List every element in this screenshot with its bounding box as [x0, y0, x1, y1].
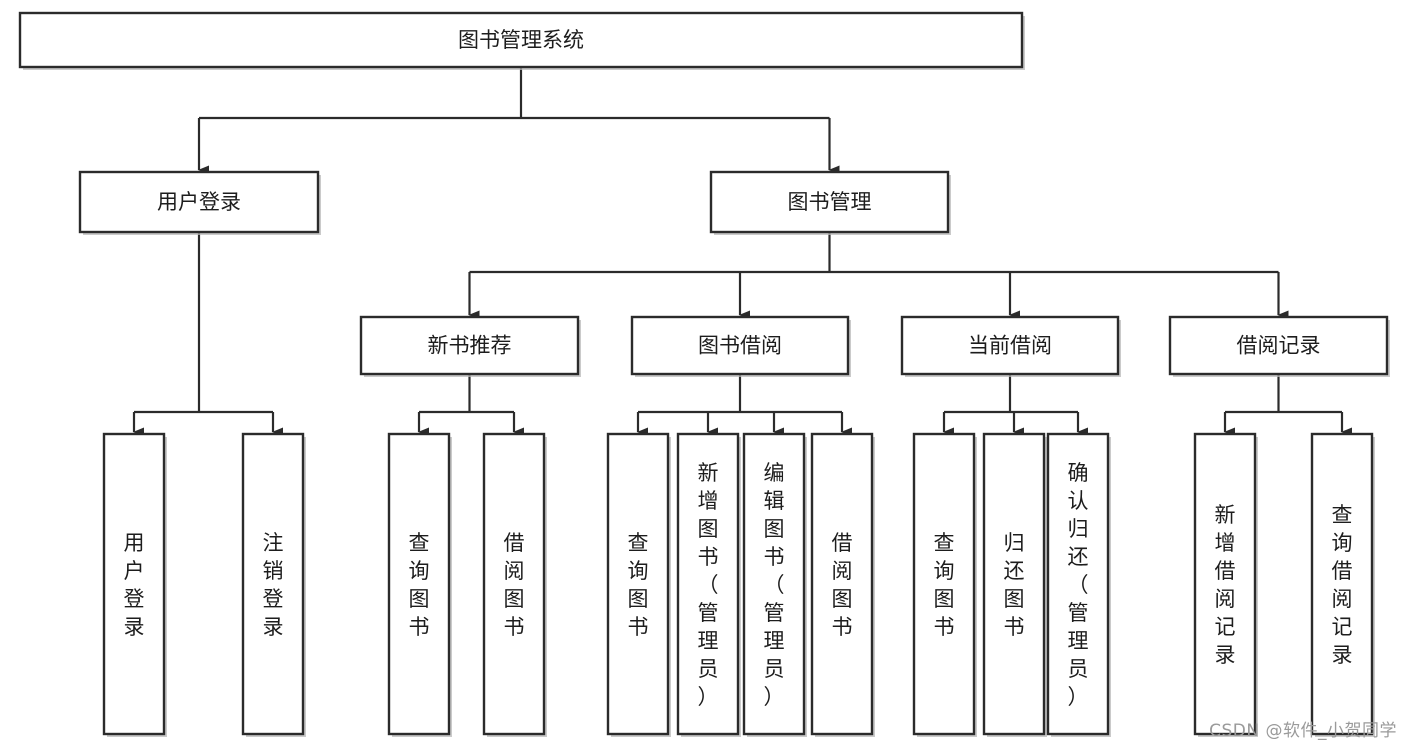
node-label: 用户登录	[124, 531, 145, 639]
node-label: 用户登录	[157, 190, 241, 214]
node-book-borrow[interactable]: 图书借阅	[630, 315, 851, 377]
node-new-book-rec[interactable]: 新书推荐	[359, 315, 581, 377]
node-box[interactable]	[1193, 432, 1257, 736]
node-label: 图书借阅	[698, 334, 782, 358]
node-box[interactable]	[78, 170, 320, 234]
node-label: 新书推荐	[428, 334, 512, 358]
node-label: 图书管理	[788, 190, 872, 214]
node-leaf-query-book-borrow[interactable]: 查询图书	[606, 432, 671, 737]
node-box[interactable]	[810, 432, 874, 736]
node-leaf-user-logout[interactable]: 注销登录	[241, 432, 306, 737]
node-box[interactable]	[630, 315, 850, 376]
node-box[interactable]	[900, 315, 1120, 376]
node-leaf-query-book-cur[interactable]: 查询图书	[912, 432, 977, 737]
node-box[interactable]	[1310, 432, 1374, 736]
node-label: 查询图书	[409, 531, 430, 639]
node-leaf-query-book-rec[interactable]: 查询图书	[387, 432, 452, 737]
node-label: 查询图书	[934, 531, 955, 639]
node-label: 图书管理系统	[458, 28, 584, 52]
node-box[interactable]	[742, 432, 806, 736]
node-box[interactable]	[359, 315, 580, 376]
node-leaf-edit-book[interactable]: 编辑图书（管理员）	[742, 432, 807, 737]
node-box[interactable]	[387, 432, 451, 736]
node-box[interactable]	[1046, 432, 1110, 736]
node-leaf-confirm-return[interactable]: 确认归还（管理员）	[1046, 432, 1111, 737]
node-label: 归还图书	[1004, 531, 1025, 639]
node-leaf-return-book[interactable]: 归还图书	[982, 432, 1047, 737]
node-label: 借阅图书	[832, 531, 853, 639]
node-user-login[interactable]: 用户登录	[78, 170, 321, 235]
node-root[interactable]: 图书管理系统	[18, 11, 1025, 70]
node-leaf-add-record[interactable]: 新增借阅记录	[1193, 432, 1258, 737]
watermark-text: CSDN @软件_小贺同学	[1209, 721, 1397, 741]
node-label: 注销登录	[263, 531, 284, 639]
node-box[interactable]	[676, 432, 740, 736]
node-borrow-record[interactable]: 借阅记录	[1168, 315, 1390, 377]
node-layer: 图书管理系统用户登录图书管理新书推荐图书借阅当前借阅借阅记录用户登录注销登录查询…	[18, 11, 1390, 737]
node-current-borrow[interactable]: 当前借阅	[900, 315, 1121, 377]
node-label: 新增借阅记录	[1215, 503, 1236, 667]
node-label: 借阅记录	[1237, 334, 1321, 358]
node-leaf-borrow-book-rec[interactable]: 借阅图书	[482, 432, 547, 737]
node-leaf-borrow-book[interactable]: 借阅图书	[810, 432, 875, 737]
node-box[interactable]	[102, 432, 166, 736]
node-book-manage[interactable]: 图书管理	[709, 170, 951, 235]
connector-layer	[132, 67, 1352, 437]
node-box[interactable]	[1168, 315, 1389, 376]
node-label: 编辑图书（管理员）	[764, 461, 785, 709]
node-box[interactable]	[482, 432, 546, 736]
node-label: 借阅图书	[504, 531, 525, 639]
node-box[interactable]	[912, 432, 976, 736]
node-box[interactable]	[18, 11, 1024, 69]
node-label: 查询借阅记录	[1332, 503, 1353, 667]
node-leaf-user-login[interactable]: 用户登录	[102, 432, 167, 737]
node-box[interactable]	[241, 432, 305, 736]
node-label: 当前借阅	[968, 334, 1052, 358]
node-box[interactable]	[606, 432, 670, 736]
node-leaf-query-record[interactable]: 查询借阅记录	[1310, 432, 1375, 737]
node-label: 确认归还（管理员）	[1068, 461, 1089, 709]
node-box[interactable]	[982, 432, 1046, 736]
node-leaf-add-book[interactable]: 新增图书（管理员）	[676, 432, 741, 737]
node-label: 查询图书	[628, 531, 649, 639]
node-label: 新增图书（管理员）	[698, 461, 719, 709]
node-box[interactable]	[709, 170, 950, 234]
